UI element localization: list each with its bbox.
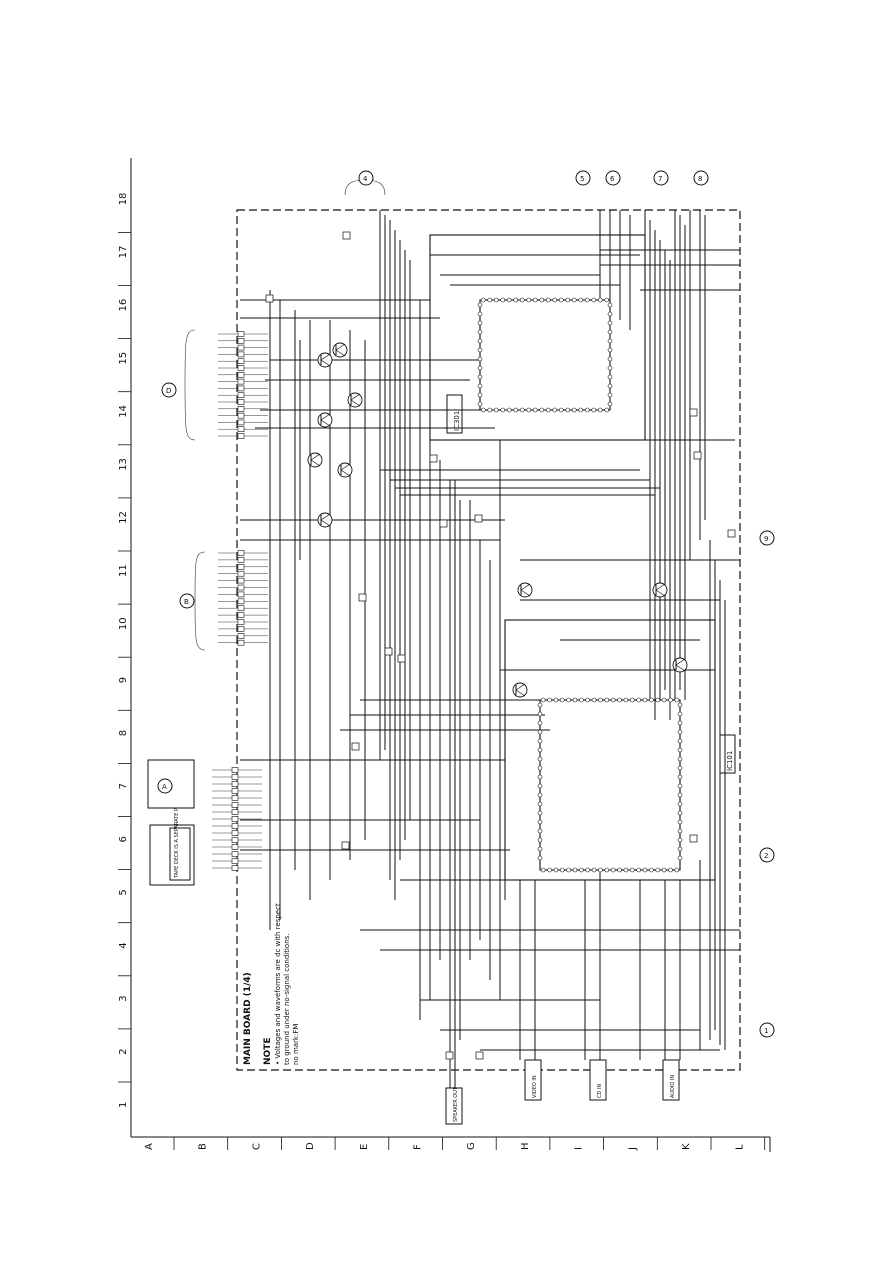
connector-d-badge [161, 382, 177, 398]
column-number-1: 1 [118, 1102, 129, 1108]
cd-in-box [589, 1059, 607, 1101]
cd-in-label: CD IN [597, 1084, 603, 1098]
connector-2-label: 2 [764, 852, 768, 860]
connector-b-pins [218, 550, 268, 646]
connector-a-label: A [162, 783, 167, 791]
note-heading: NOTE [263, 1038, 273, 1065]
connector-a-badge [157, 778, 173, 794]
audio-in-label: AUDIO IN [670, 1075, 676, 1098]
column-number-16: 16 [118, 299, 129, 312]
row-letter-F: F [413, 1144, 424, 1150]
column-number-18: 18 [118, 193, 129, 206]
ic301-body [479, 299, 611, 411]
row-letter-B: B [198, 1143, 209, 1150]
row-letter-ruler: A B C D E F G H I J K L [144, 1137, 766, 1151]
ic101-label: IC101 [726, 751, 734, 771]
row-letter-G: G [466, 1142, 477, 1150]
column-number-15: 15 [118, 352, 129, 365]
column-number-8: 8 [118, 730, 129, 736]
board-title: MAIN BOARD (1/4) [243, 972, 253, 1065]
note-line-1: • Voltages and waveforms are dc with res… [274, 903, 282, 1065]
row-letter-L: L [735, 1144, 746, 1150]
connector-6-label: 6 [610, 175, 615, 183]
row-letter-A: A [144, 1143, 155, 1150]
column-number-11: 11 [118, 564, 129, 577]
connector-1: 1 [759, 1022, 775, 1038]
column-number-10: 10 [118, 617, 129, 630]
connector-5-label: 5 [580, 175, 584, 183]
row-letter-K: K [681, 1143, 692, 1150]
column-number-5: 5 [118, 889, 129, 895]
tape-note-text: TAPE DECK IS A SEPARATE PART [174, 798, 180, 879]
column-number-2: 2 [118, 1049, 129, 1055]
ic301-label: IC301 [453, 411, 461, 431]
column-number-3: 3 [118, 995, 129, 1001]
connector-b-label: B [184, 598, 189, 606]
audio-in-box [662, 1059, 680, 1101]
column-number-17: 17 [118, 246, 129, 259]
row-letter-H: H [520, 1142, 531, 1150]
column-number-6: 6 [118, 836, 129, 842]
column-number-9: 9 [118, 677, 129, 683]
connector-6: 6 [605, 170, 621, 186]
connector-a-pins [212, 767, 262, 871]
note-line-3: no mark:FM [292, 1024, 300, 1065]
transistor-layer [265, 231, 736, 1060]
note-line-2: to ground under no-signal conditions. [283, 933, 291, 1065]
connector-4: 4 [344, 170, 386, 196]
connector-d-label: D [166, 387, 171, 395]
column-number-4: 4 [118, 942, 129, 948]
row-letter-E: E [359, 1144, 370, 1150]
ic-pin-layer [477, 297, 683, 873]
speaker-out-box [445, 1087, 463, 1125]
column-number-7: 7 [118, 783, 129, 789]
connector-5: 5 [575, 170, 591, 186]
row-letter-J: J [627, 1147, 638, 1151]
row-letter-C: C [251, 1143, 262, 1150]
ic301-label-box [446, 394, 463, 434]
connector-1-label: 1 [764, 1027, 768, 1035]
ic101-body [539, 699, 681, 871]
video-in-box [524, 1059, 542, 1101]
connector-a-box [147, 759, 195, 809]
connector-8: 8 [693, 170, 709, 186]
main-board-outline [236, 209, 741, 1071]
connector-9-label: 9 [764, 535, 768, 543]
connector-2: 2 [759, 847, 775, 863]
connector-9: 9 [759, 530, 775, 546]
connector-8-label: 8 [698, 175, 702, 183]
column-number-13: 13 [118, 458, 129, 471]
speaker-out-label: SPEAKER OUT [453, 1086, 459, 1122]
tape-note-inner [169, 827, 191, 881]
connector-b-badge [179, 593, 195, 609]
column-number-12: 12 [118, 511, 129, 524]
connector-4-label: 4 [363, 175, 368, 183]
column-number-14: 14 [118, 405, 129, 418]
row-letter-D: D [305, 1142, 316, 1150]
video-in-label: VIDEO IN [532, 1075, 538, 1098]
connector-d-pins [218, 331, 268, 439]
row-letter-I: I [574, 1147, 585, 1150]
connector-7: 7 [653, 170, 669, 186]
wiring-layer [240, 210, 740, 1090]
connector-7-label: 7 [658, 175, 662, 183]
